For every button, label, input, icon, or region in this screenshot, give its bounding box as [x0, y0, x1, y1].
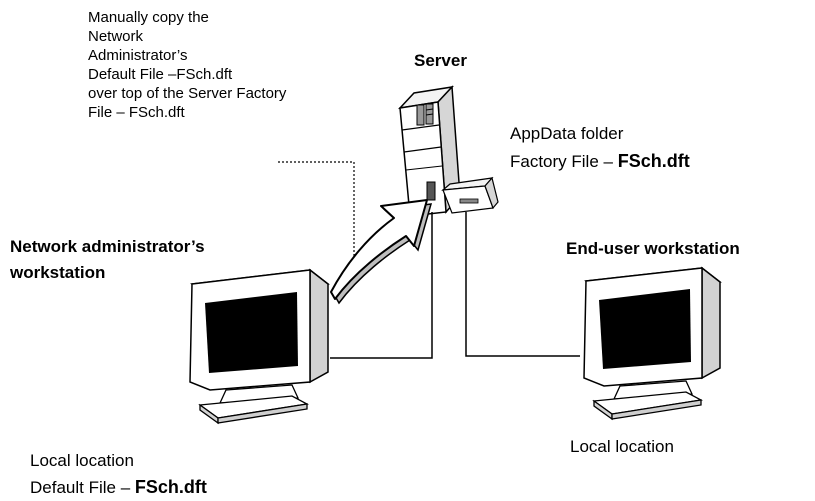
admin-title: Network administrator’s workstation — [10, 234, 205, 286]
admin-file-name: FSch.dft — [134, 477, 207, 497]
enduser-title: End-user workstation — [566, 239, 740, 258]
server-enduser-cable — [465, 212, 580, 357]
admin-file-prefix: Default File – — [30, 478, 135, 497]
admin-server-cable — [330, 212, 433, 359]
admin-title-line2: workstation — [10, 263, 106, 282]
server-title: Server — [414, 51, 467, 70]
admin-location-label: Local location — [30, 451, 134, 470]
server-file-prefix: Factory File – — [510, 152, 618, 171]
note-line: File – FSch.dft — [88, 104, 185, 121]
copy-instruction-note: Manually copy the Network Administrator’… — [88, 8, 286, 122]
admin-default-file: Default File – FSch.dft — [30, 477, 207, 498]
enduser-location-label: Local location — [570, 437, 674, 456]
admin-monitor-icon — [189, 268, 330, 425]
copy-arrow-icon — [330, 199, 433, 305]
admin-title-line1: Network administrator’s — [10, 237, 205, 256]
enduser-monitor-icon — [583, 266, 722, 421]
note-line: over top of the Server Factory — [88, 85, 287, 102]
server-folder-label: AppData folder — [510, 124, 624, 143]
note-line: Manually copy the — [88, 9, 209, 26]
server-tower-icon — [397, 85, 499, 217]
note-line: Administrator’s — [88, 47, 188, 64]
note-line: Network — [88, 28, 144, 45]
server-file-name: FSch.dft — [617, 151, 690, 171]
note-line: Default File –FSch.dft — [88, 66, 233, 83]
server-factory-file: Factory File – FSch.dft — [510, 151, 690, 172]
dotted-connector — [278, 161, 355, 285]
